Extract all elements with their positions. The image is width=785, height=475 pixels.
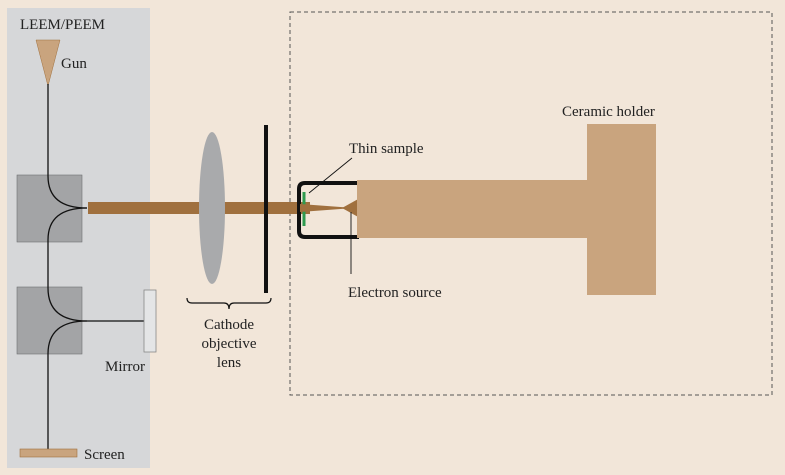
gun-label: Gun	[61, 56, 87, 72]
ceramic-holder-block	[587, 124, 656, 295]
electron-source-label: Electron source	[348, 285, 442, 301]
mirror-icon	[143, 289, 157, 353]
cathode-lens-label-line3: lens	[217, 355, 241, 371]
cathode-plate	[264, 125, 268, 293]
lens-bracket	[186, 297, 272, 310]
electron-source-tip	[300, 204, 354, 212]
ceramic-holder-label: Ceramic holder	[562, 104, 655, 120]
thin-sample-leader	[308, 157, 353, 194]
mirror-label: Mirror	[105, 359, 145, 375]
screen-icon	[19, 448, 78, 458]
cathode-lens-label-line2: objective	[202, 336, 257, 352]
beam-path-lines	[47, 84, 145, 450]
ceramic-holder-rod	[357, 180, 589, 238]
thin-sample-label: Thin sample	[349, 141, 424, 157]
sample-bracket	[297, 181, 359, 239]
screen-label: Screen	[84, 447, 125, 463]
dashed-chamber-box	[289, 11, 773, 396]
electron-source-cone	[342, 198, 360, 218]
leem-peem-title: LEEM/PEEM	[20, 17, 105, 33]
gun-icon	[35, 39, 61, 87]
cathode-lens-icon	[199, 132, 225, 284]
cathode-lens-label-line1: Cathode	[204, 317, 254, 333]
